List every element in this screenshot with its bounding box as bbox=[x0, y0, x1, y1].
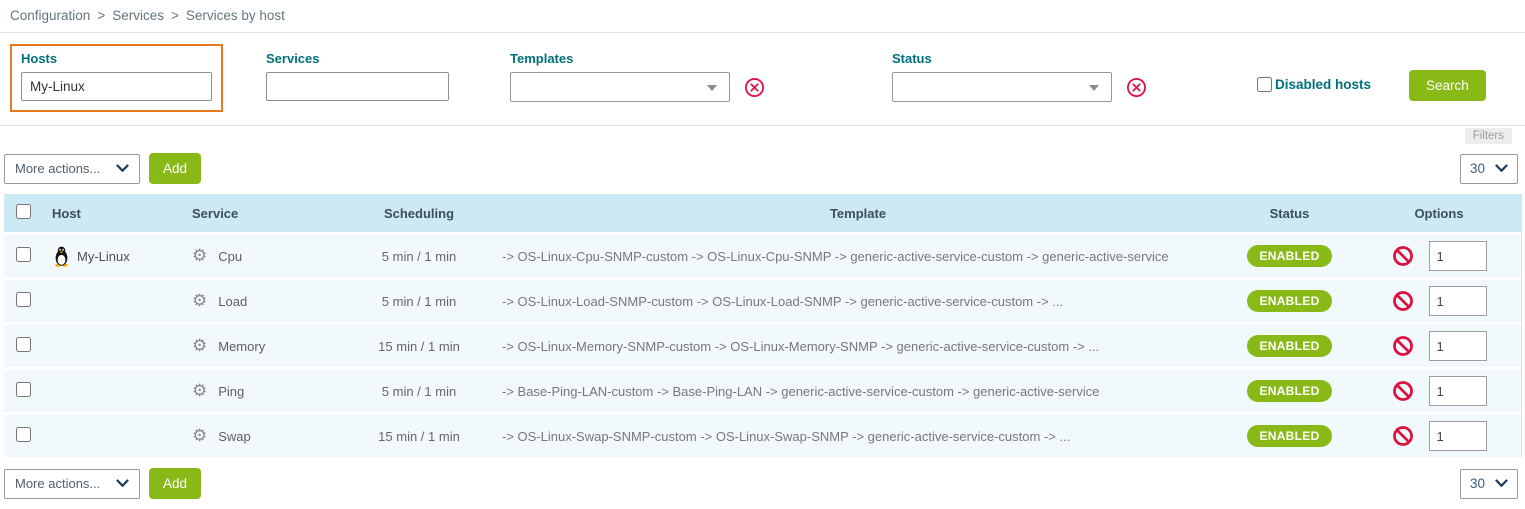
linux-penguin-icon bbox=[55, 246, 68, 267]
templates-filter-select[interactable] bbox=[510, 72, 730, 102]
prohibition-icon[interactable] bbox=[1392, 335, 1414, 357]
status-badge: ENABLED bbox=[1247, 290, 1332, 312]
gear-icon: ⚙ bbox=[192, 245, 208, 266]
breadcrumb-separator: > bbox=[97, 8, 106, 23]
hosts-filter-label: Hosts bbox=[21, 51, 58, 66]
gear-icon: ⚙ bbox=[192, 380, 208, 401]
hosts-filter-highlight: Hosts bbox=[10, 44, 223, 112]
status-badge: ENABLED bbox=[1247, 245, 1332, 267]
templates-filter-label: Templates bbox=[510, 51, 574, 66]
top-toolbar: More actions... Add 30 bbox=[0, 144, 1525, 194]
host-name[interactable]: My-Linux bbox=[77, 248, 130, 264]
add-button-bottom[interactable]: Add bbox=[149, 468, 202, 499]
row-checkbox[interactable] bbox=[16, 247, 31, 262]
template-chain: -> OS-Linux-Swap-SNMP-custom -> OS-Linux… bbox=[494, 412, 1222, 457]
breadcrumb-separator: > bbox=[170, 8, 179, 23]
prohibition-icon[interactable] bbox=[1392, 290, 1414, 312]
breadcrumb-item-services[interactable]: Services bbox=[112, 8, 164, 23]
service-name[interactable]: Load bbox=[218, 293, 248, 309]
column-header-scheduling: Scheduling bbox=[344, 194, 494, 232]
template-chain: -> OS-Linux-Cpu-SNMP-custom -> OS-Linux-… bbox=[494, 232, 1222, 277]
breadcrumb-item-configuration[interactable]: Configuration bbox=[10, 8, 91, 23]
services-filter-label: Services bbox=[266, 51, 320, 66]
column-header-status: Status bbox=[1222, 194, 1357, 232]
disabled-hosts-label: Disabled hosts bbox=[1275, 77, 1372, 92]
status-badge: ENABLED bbox=[1247, 425, 1332, 447]
status-clear-icon[interactable] bbox=[1126, 77, 1147, 98]
template-chain: -> Base-Ping-LAN-custom -> Base-Ping-LAN… bbox=[494, 367, 1222, 412]
table-row: My-Linux ⚙ Cpu 5 min / 1 min -> OS-Linux… bbox=[4, 232, 1521, 277]
bottom-toolbar: More actions... Add 30 bbox=[0, 457, 1525, 509]
select-all-checkbox[interactable] bbox=[16, 204, 31, 219]
table-row: ⚙ Ping 5 min / 1 min -> Base-Ping-LAN-cu… bbox=[4, 367, 1521, 412]
chevron-down-icon bbox=[116, 164, 129, 172]
service-name[interactable]: Cpu bbox=[218, 248, 243, 264]
services-table: Host Service Scheduling Template Status … bbox=[4, 194, 1522, 457]
host-cell-content: My-Linux bbox=[52, 246, 176, 267]
options-count-input[interactable] bbox=[1428, 331, 1487, 361]
options-count-input[interactable] bbox=[1428, 286, 1487, 316]
more-actions-select-bottom[interactable]: More actions... bbox=[4, 468, 140, 499]
scheduling-cell: 15 min / 1 min bbox=[344, 412, 494, 457]
services-filter-input[interactable] bbox=[266, 72, 449, 101]
search-button[interactable]: Search bbox=[1409, 70, 1486, 101]
scheduling-cell: 5 min / 1 min bbox=[344, 277, 494, 322]
more-actions-label: More actions... bbox=[15, 161, 101, 176]
status-filter-label: Status bbox=[892, 51, 932, 66]
table-header-row: Host Service Scheduling Template Status … bbox=[4, 194, 1521, 232]
service-name[interactable]: Swap bbox=[218, 428, 251, 444]
column-header-template: Template bbox=[494, 194, 1222, 232]
gear-icon: ⚙ bbox=[192, 425, 208, 446]
page-size-value: 30 bbox=[1470, 161, 1486, 176]
dropdown-arrow-icon bbox=[1089, 85, 1099, 91]
options-count-input[interactable] bbox=[1428, 421, 1487, 451]
chevron-down-icon bbox=[1495, 479, 1508, 487]
scheduling-cell: 15 min / 1 min bbox=[344, 322, 494, 367]
templates-clear-icon[interactable] bbox=[744, 77, 765, 98]
page-size-value: 30 bbox=[1470, 476, 1486, 491]
scheduling-cell: 5 min / 1 min bbox=[344, 232, 494, 277]
chevron-down-icon bbox=[116, 479, 129, 487]
service-name[interactable]: Memory bbox=[218, 338, 266, 354]
row-checkbox[interactable] bbox=[16, 382, 31, 397]
status-filter-select[interactable] bbox=[892, 72, 1112, 102]
table-row: ⚙ Swap 15 min / 1 min -> OS-Linux-Swap-S… bbox=[4, 412, 1521, 457]
gear-icon: ⚙ bbox=[192, 335, 208, 356]
page-size-select[interactable]: 30 bbox=[1460, 153, 1518, 184]
table-row: ⚙ Load 5 min / 1 min -> OS-Linux-Load-SN… bbox=[4, 277, 1521, 322]
more-actions-label: More actions... bbox=[15, 476, 101, 491]
disabled-hosts-checkbox[interactable] bbox=[1257, 77, 1272, 92]
gear-icon: ⚙ bbox=[192, 290, 208, 311]
filters-tag: Filters bbox=[1464, 128, 1512, 144]
add-button[interactable]: Add bbox=[149, 153, 202, 184]
breadcrumb: Configuration > Services > Services by host bbox=[0, 0, 1525, 32]
template-chain: -> OS-Linux-Load-SNMP-custom -> OS-Linux… bbox=[494, 277, 1222, 322]
service-name[interactable]: Ping bbox=[218, 383, 245, 399]
page-size-select-bottom[interactable]: 30 bbox=[1460, 468, 1518, 499]
row-checkbox[interactable] bbox=[16, 427, 31, 442]
prohibition-icon[interactable] bbox=[1392, 380, 1414, 402]
service-table-body: My-Linux ⚙ Cpu 5 min / 1 min -> OS-Linux… bbox=[4, 232, 1521, 457]
table-row: ⚙ Memory 15 min / 1 min -> OS-Linux-Memo… bbox=[4, 322, 1521, 367]
status-badge: ENABLED bbox=[1247, 335, 1332, 357]
status-badge: ENABLED bbox=[1247, 380, 1332, 402]
template-chain: -> OS-Linux-Memory-SNMP-custom -> OS-Lin… bbox=[494, 322, 1222, 367]
row-checkbox[interactable] bbox=[16, 337, 31, 352]
prohibition-icon[interactable] bbox=[1392, 245, 1414, 267]
prohibition-icon[interactable] bbox=[1392, 425, 1414, 447]
chevron-down-icon bbox=[1495, 164, 1508, 172]
column-header-service: Service bbox=[184, 194, 344, 232]
breadcrumb-item-services-by-host: Services by host bbox=[185, 8, 285, 23]
column-header-host: Host bbox=[44, 194, 184, 232]
options-count-input[interactable] bbox=[1428, 241, 1487, 271]
hosts-filter-input[interactable] bbox=[21, 72, 212, 101]
column-header-options: Options bbox=[1357, 194, 1521, 232]
options-count-input[interactable] bbox=[1428, 376, 1487, 406]
row-checkbox[interactable] bbox=[16, 292, 31, 307]
more-actions-select[interactable]: More actions... bbox=[4, 153, 140, 184]
scheduling-cell: 5 min / 1 min bbox=[344, 367, 494, 412]
dropdown-arrow-icon bbox=[707, 85, 717, 91]
filter-panel: Hosts Services Templates Status bbox=[0, 32, 1525, 126]
